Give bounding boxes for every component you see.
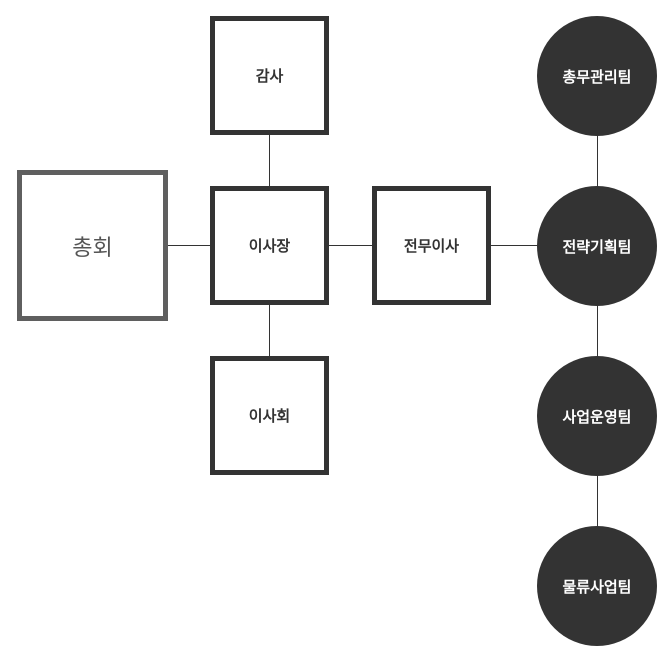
node-assembly-label: 총회 xyxy=(72,235,113,261)
connector-chairman-director xyxy=(328,245,373,246)
connector-general-strategy xyxy=(597,134,598,188)
connector-chairman-board xyxy=(269,303,270,357)
connector-auditor-chairman xyxy=(269,134,270,187)
node-team-logistics-business-label: 물류사업팀 xyxy=(562,577,632,596)
node-board-label: 이사회 xyxy=(248,407,291,425)
node-chairman-label: 이사장 xyxy=(248,237,291,255)
node-managing-director-label: 전무이사 xyxy=(403,237,460,255)
node-chairman: 이사장 xyxy=(210,186,329,305)
node-team-general-affairs: 총무관리팀 xyxy=(537,16,657,136)
node-team-strategy-planning: 전략기획팀 xyxy=(537,186,657,306)
node-team-business-operations-label: 사업운영팀 xyxy=(562,407,632,426)
node-assembly: 총회 xyxy=(17,170,168,321)
node-team-logistics-business: 물류사업팀 xyxy=(537,526,657,646)
node-auditor-label: 감사 xyxy=(255,67,284,85)
node-team-business-operations: 사업운영팀 xyxy=(537,356,657,476)
connector-operations-logistics xyxy=(597,473,598,529)
node-team-general-affairs-label: 총무관리팀 xyxy=(562,67,632,86)
node-managing-director: 전무이사 xyxy=(372,186,491,305)
connector-director-strategy xyxy=(490,245,538,246)
connector-assembly-chairman xyxy=(167,245,211,246)
node-auditor: 감사 xyxy=(210,16,329,135)
node-board: 이사회 xyxy=(210,356,329,475)
node-team-strategy-planning-label: 전략기획팀 xyxy=(562,237,632,256)
connector-strategy-operations xyxy=(597,303,598,357)
